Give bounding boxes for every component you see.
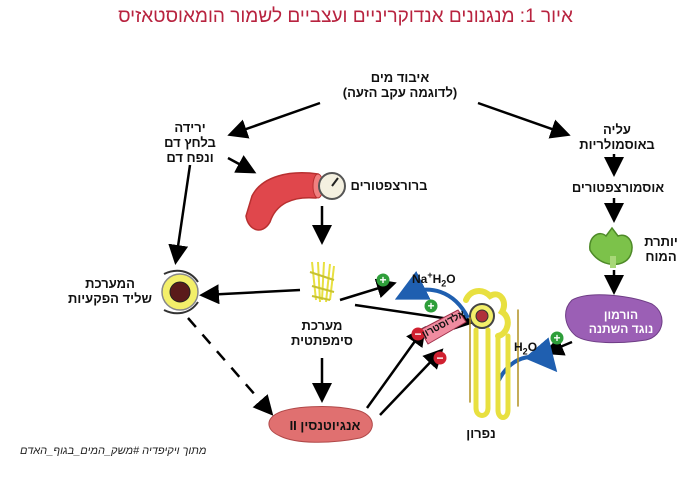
minus-sign-aldo bbox=[411, 327, 425, 341]
minus-glyph-nephron: − bbox=[436, 351, 444, 365]
arrow-bp-to-jga bbox=[168, 164, 192, 265]
jga-illustration bbox=[161, 269, 199, 315]
plus-sign-na bbox=[376, 273, 390, 287]
jga-label: המערכת שליד הפקעיות bbox=[68, 276, 152, 306]
plus-sign-adh bbox=[550, 331, 564, 345]
artery-illustration bbox=[245, 172, 319, 231]
bp-drop-label: ירידה בלחץ דם ונפח דם bbox=[164, 120, 216, 165]
angiotensin-blob bbox=[268, 406, 373, 443]
water-reabsorption-arrow bbox=[496, 337, 558, 383]
arrow-symp-to-jga bbox=[199, 284, 301, 305]
adh-blob bbox=[565, 294, 663, 344]
figure-title: איור 1: מנגנונים אנדוקריניים ועצביים לשמ… bbox=[118, 6, 573, 27]
plus-sign-aldo bbox=[424, 299, 438, 313]
source-caption: מתוך ויקיפדיה #משק_המים_בגוף_האדם bbox=[20, 445, 207, 457]
plus-glyph-aldo: + bbox=[427, 299, 435, 313]
arrow-ang-to-nephron bbox=[379, 348, 444, 416]
osmolarity-label: עליה באוסמולריות bbox=[579, 122, 655, 152]
arrow-symp-to-na bbox=[339, 278, 397, 302]
arrow-bp-to-baro bbox=[227, 155, 257, 174]
water-loss-label: איבוד מים (לדוגמה עקב הזעה) bbox=[342, 70, 458, 100]
pituitary-illustration bbox=[589, 226, 633, 268]
nephron-label: נפרון bbox=[466, 426, 496, 441]
minus-sign-nephron bbox=[433, 351, 447, 365]
baroreceptors-label: ברורצפטורים bbox=[350, 178, 428, 193]
osmoreceptors-label: אוסמורצפטורים bbox=[571, 180, 665, 195]
sympathetic-label: מערכת סימפתטית bbox=[291, 318, 353, 348]
sympathetic-nerve-illustration bbox=[309, 261, 335, 303]
na-h2o-label: Na+H2O bbox=[412, 270, 456, 289]
nephron-illustration bbox=[463, 288, 519, 420]
arrow-loss-to-osm bbox=[477, 101, 571, 139]
angiotensin-label: אנגיוטנסין II bbox=[289, 418, 361, 433]
arrow-ang-to-aldo bbox=[365, 325, 426, 409]
plus-glyph-adh: + bbox=[553, 331, 561, 345]
arrow-jga-to-ang bbox=[187, 317, 274, 416]
minus-glyph-aldo: − bbox=[414, 327, 422, 341]
pituitary-label: יותרת המוח bbox=[644, 234, 678, 264]
adh-label: הורמון נוגד השתנה bbox=[588, 308, 654, 336]
plus-glyph-na: + bbox=[379, 273, 387, 287]
arrow-loss-to-bp bbox=[227, 101, 321, 139]
na-reabsorption-arrow bbox=[394, 270, 470, 319]
aldosterone-tag bbox=[419, 309, 467, 345]
h2o-label: H2O bbox=[514, 340, 538, 357]
